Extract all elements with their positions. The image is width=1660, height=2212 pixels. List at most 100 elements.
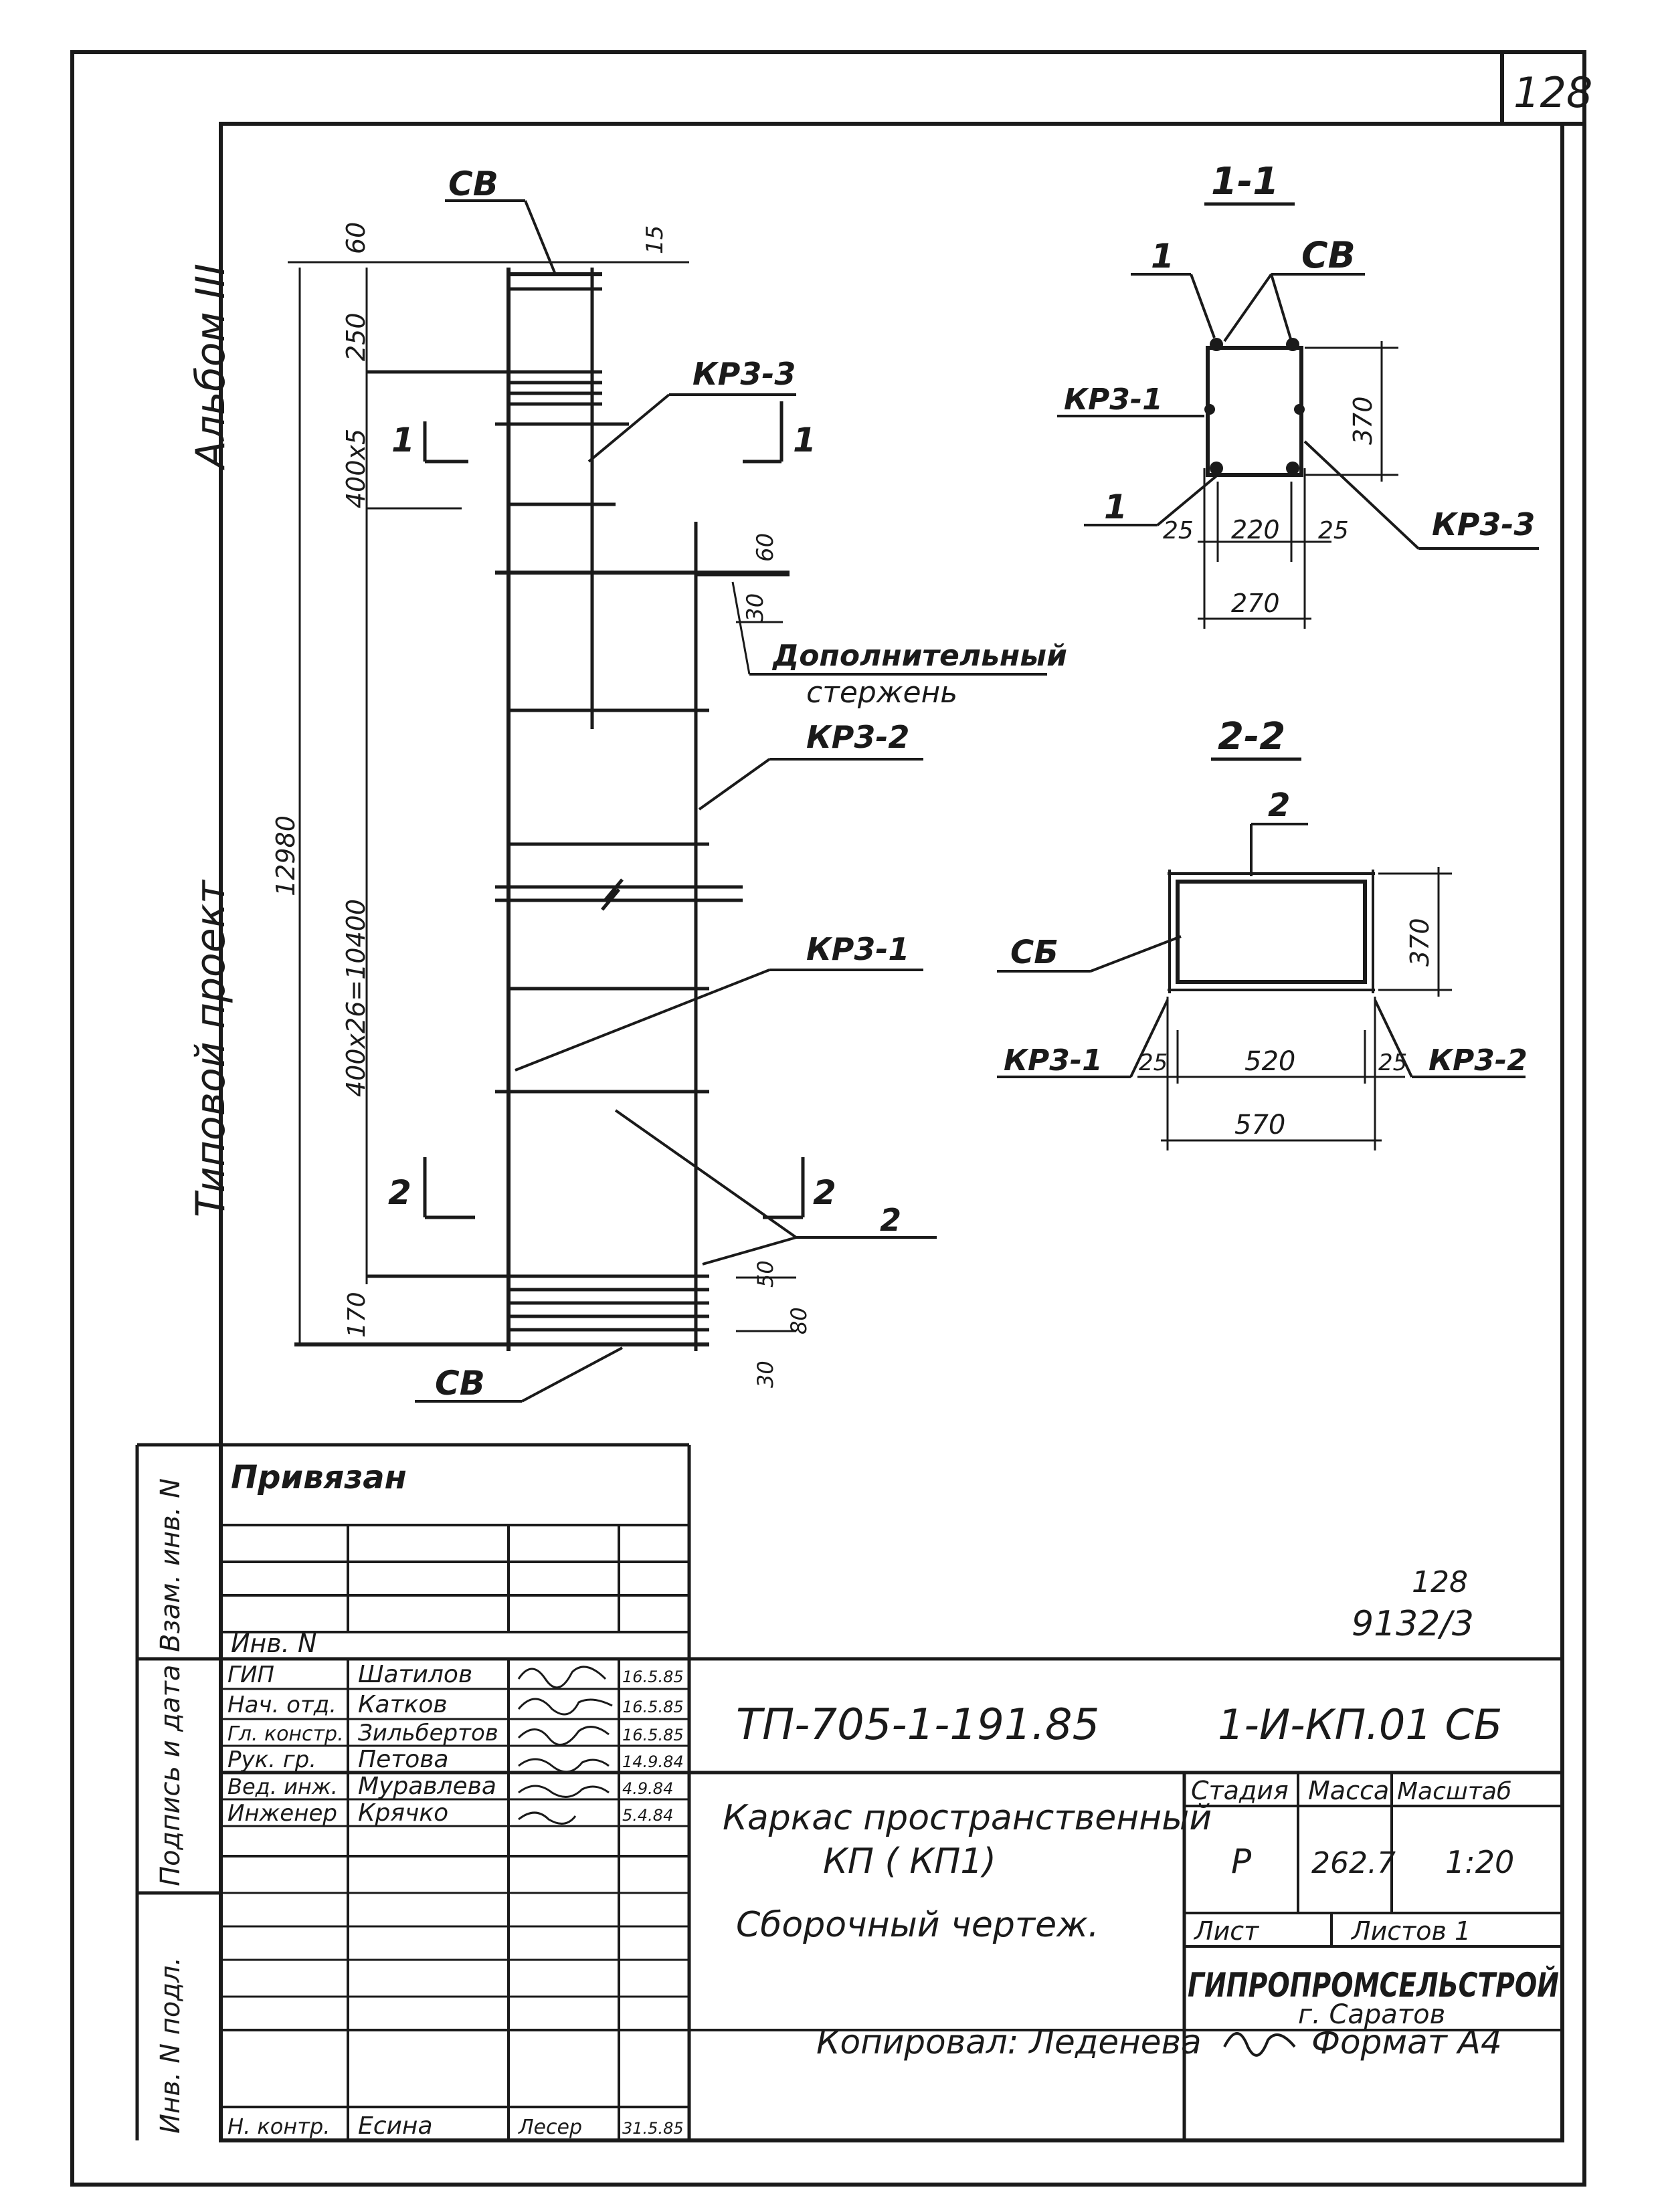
dim-15: 15	[642, 225, 668, 254]
section-mark-1-left: 1	[391, 421, 415, 460]
dim-50: 50	[753, 1260, 778, 1288]
role-3: Рук. гр.	[227, 1746, 316, 1773]
role-4: Вед. инж.	[227, 1774, 338, 1799]
mass-header: Масса	[1308, 1776, 1389, 1805]
dim-2-2-25a: 25	[1139, 1049, 1168, 1076]
normcontrol-signature: Лесер	[518, 2116, 582, 2139]
description-1: Каркас пространственный	[723, 1798, 1212, 1838]
album-label: Альбом III	[187, 264, 234, 471]
label-cb-bottom: СВ	[435, 1364, 485, 1403]
org-city: г. Саратов	[1298, 1999, 1445, 2030]
project-code: ТП-705-1-191.85	[736, 1700, 1099, 1750]
name-3: Петова	[358, 1746, 449, 1773]
name-5: Крячко	[358, 1799, 448, 1827]
date-0: 16.5.85	[622, 1668, 684, 1686]
side-inv: Инв. N подл.	[155, 1957, 186, 2134]
description-2: КП ( КП1)	[823, 1841, 996, 1882]
org-name: ГИПРОПРОМСЕЛЬСТРОЙ	[1188, 1965, 1559, 2005]
label-kr31-2-2: КР3-1	[1004, 1043, 1103, 1078]
label-kr31-1-1: КР3-1	[1064, 383, 1163, 417]
label-1-bottom: 1	[1104, 488, 1127, 526]
role-0: ГИП	[227, 1662, 274, 1688]
label-kr32-2-2: КР3-2	[1428, 1043, 1528, 1078]
copied-by: Копировал: Леденева	[816, 2023, 1202, 2062]
section-2-2: 2-2 2 СБ 370 КР3-1 КР3-2 25 520 25 570	[997, 715, 1528, 1150]
section-2-2-title: 2-2	[1218, 715, 1285, 759]
copier-signature	[1223, 2032, 1296, 2057]
scale-value: 1:20	[1445, 1844, 1514, 1880]
dim-40026: 400х26=10400	[341, 899, 371, 1097]
dim-1-1-270: 270	[1231, 589, 1280, 618]
privyazan-label: Привязан	[231, 1459, 407, 1496]
date-3: 14.9.84	[622, 1752, 684, 1771]
dim-400x5: 400х5	[341, 429, 371, 508]
dim-2-2-520: 520	[1244, 1046, 1295, 1077]
label-cb-top: СВ	[448, 165, 498, 203]
label-kr33-1-1: КР3-3	[1432, 506, 1535, 542]
normcontrol-role: Н. контр.	[227, 2114, 330, 2139]
label-sterzhen: стержень	[806, 676, 957, 710]
stamp-page: 128	[1412, 1565, 1468, 1599]
section-1-1-title: 1-1	[1211, 160, 1279, 203]
name-2: Зильбертов	[358, 1720, 498, 1746]
section-mark-2-right: 2	[813, 1173, 836, 1212]
page-number: 128	[1513, 68, 1592, 117]
stage-value: Р	[1231, 1842, 1252, 1881]
dim-1-1-25a: 25	[1163, 517, 1194, 544]
sheet-label: Лист	[1193, 1916, 1260, 1946]
dim-250: 250	[341, 312, 371, 361]
dim-170: 170	[343, 1292, 371, 1338]
dim-1-1-220: 220	[1231, 515, 1280, 544]
label-cb-1-1: СВ	[1301, 234, 1356, 276]
main-elevation: 60 15 250 400х5 12980 60 30 400х26=10400…	[271, 165, 1067, 1403]
label-1-top: 1	[1151, 237, 1174, 276]
label-kr31: КР3-1	[806, 931, 909, 967]
format-label: Формат А4	[1311, 2023, 1502, 2062]
stage-header: Стадия	[1191, 1776, 1289, 1805]
label-cb-2-2: СБ	[1010, 934, 1058, 971]
label-2-top: 2	[1268, 787, 1290, 824]
description-3: Сборочный чертеж.	[736, 1905, 1099, 1945]
dim-60b: 60	[752, 533, 779, 562]
dim-2-2-370: 370	[1405, 918, 1435, 967]
role-1: Нач. отд.	[227, 1692, 337, 1718]
dim-80: 80	[786, 1307, 812, 1334]
label-kr32: КР3-2	[806, 719, 909, 755]
inner-frame	[219, 122, 1564, 2142]
dim-12980: 12980	[271, 815, 300, 896]
outer-frame	[70, 50, 1586, 2187]
signature-scribble	[517, 1666, 607, 1689]
sheets-label: Листов 1	[1350, 1916, 1471, 1946]
inv-n-label: Инв. N	[231, 1629, 316, 1658]
label-dop: Дополнительный	[771, 639, 1067, 673]
doc-code: 1-И-КП.01 СБ	[1218, 1700, 1502, 1749]
dim-60: 60	[341, 222, 371, 254]
scale-header: Масштаб	[1397, 1778, 1511, 1805]
stamp-code: 9132/3	[1352, 1604, 1474, 1644]
name-0: Шатилов	[358, 1661, 472, 1688]
dim-30b: 30	[753, 1361, 778, 1388]
side-podpis: Подпись и дата	[155, 1665, 186, 1886]
normcontrol-name: Есина	[358, 2112, 433, 2140]
name-1: Катков	[358, 1691, 448, 1718]
date-2: 16.5.85	[622, 1726, 684, 1744]
normcontrol-date: 31.5.85	[622, 2119, 684, 2138]
dim-30: 30	[742, 593, 769, 622]
label-kr33: КР3-3	[693, 356, 796, 392]
label-two: 2	[880, 1202, 901, 1238]
date-5: 5.4.84	[622, 1806, 673, 1825]
date-4: 4.9.84	[622, 1779, 673, 1798]
dim-1-1-25b: 25	[1318, 517, 1349, 544]
date-1: 16.5.85	[622, 1698, 684, 1716]
section-mark-2-left: 2	[388, 1173, 411, 1212]
title-block: Взам. инв. N Подпись и дата Инв. N подл.…	[135, 1443, 1562, 2140]
typical-project-label: Типовой проект	[187, 879, 234, 1217]
section-mark-1-right: 1	[793, 421, 816, 460]
mass-value: 262.7	[1311, 1846, 1396, 1880]
section-1-1: 1-1 1 СВ КР3-1 1 КР3-3 370 25 220	[1057, 160, 1539, 629]
dim-1-1-370: 370	[1348, 396, 1378, 445]
role-5: Инженер	[227, 1800, 337, 1827]
name-4: Муравлева	[358, 1773, 496, 1800]
side-vzam: Взам. инв. N	[155, 1478, 186, 1652]
